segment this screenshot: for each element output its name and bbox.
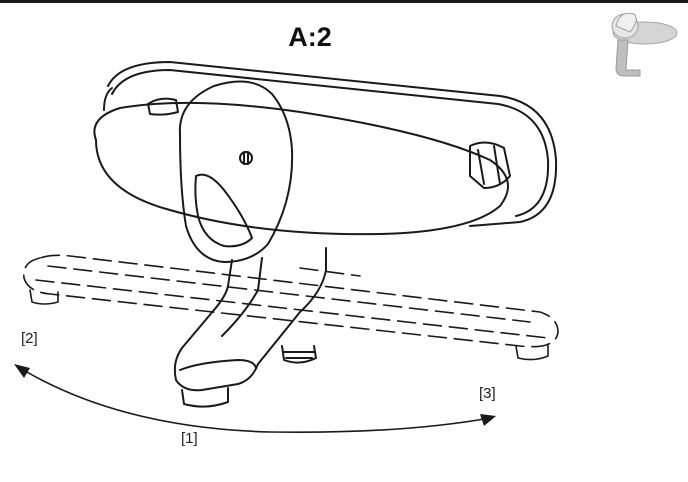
ghost-feet — [29, 289, 549, 361]
bottom-connector — [281, 345, 317, 364]
left-nut — [147, 97, 179, 116]
spout — [173, 247, 327, 408]
callout-2: [2] — [21, 330, 38, 347]
callout-3: [3] — [479, 385, 496, 402]
rotation-arrow — [14, 364, 496, 434]
faucet-thumbnail-icon — [611, 12, 678, 77]
callout-1: [1] — [181, 430, 198, 447]
step-title: A:2 — [288, 22, 332, 52]
ghost-position-outline — [23, 254, 559, 348]
mixer-body — [93, 101, 509, 236]
back-plate — [103, 61, 558, 227]
lever-handle — [178, 80, 294, 263]
top-rule — [0, 0, 688, 3]
right-nut — [469, 141, 511, 189]
